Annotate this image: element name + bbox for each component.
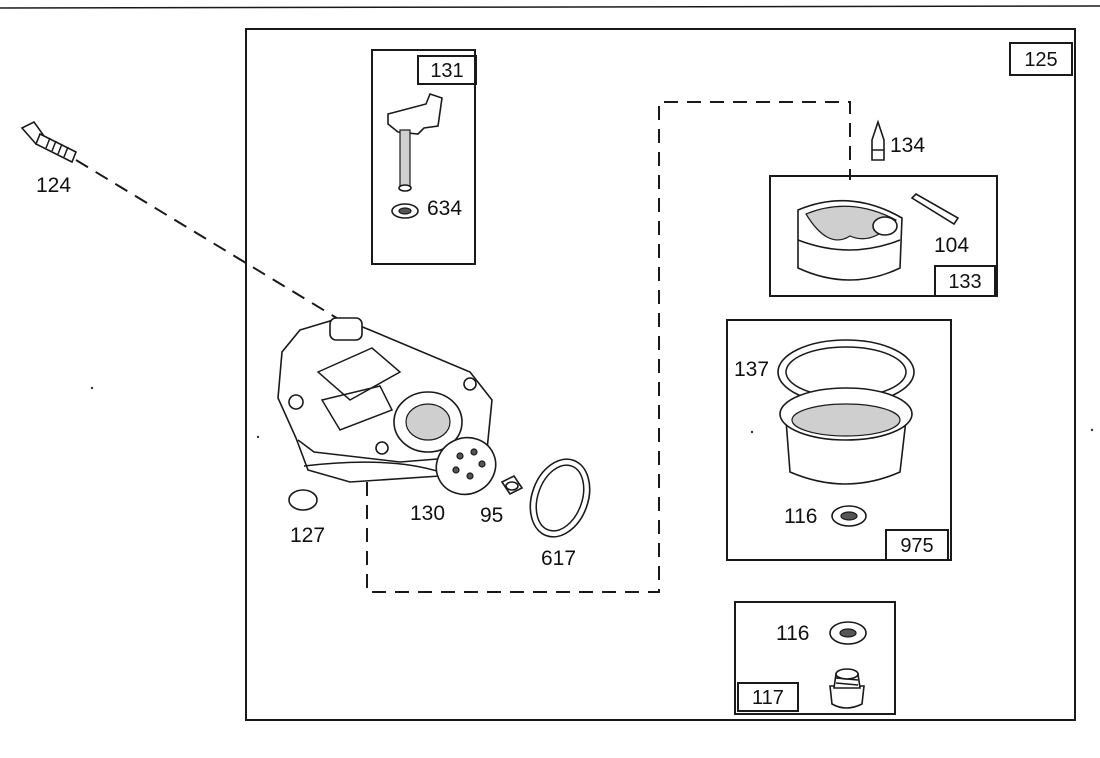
kit-117-tag: 117 — [737, 682, 799, 712]
kit-125-tag: 125 — [1009, 42, 1073, 76]
washer-116-part — [829, 621, 867, 645]
float-bowl-part — [779, 387, 913, 485]
screw-124-part — [20, 120, 78, 164]
kit-125-frame — [245, 28, 1076, 721]
carburetor-body-part — [277, 317, 493, 483]
svg-text:133: 133 — [948, 271, 981, 293]
label-617: 617 — [541, 547, 576, 570]
jet-95-part — [500, 474, 524, 496]
bushing-634-part — [391, 203, 419, 219]
label-130: 130 — [410, 502, 445, 525]
primer-gasket-130-part — [435, 436, 497, 496]
bowl-screw-part — [829, 668, 865, 709]
label-127: 127 — [290, 524, 325, 547]
kit-975-tag: 975 — [885, 529, 949, 561]
svg-text:975: 975 — [900, 535, 933, 557]
label-634: 634 — [427, 197, 462, 220]
label-134: 134 — [890, 134, 925, 157]
label-95: 95 — [480, 504, 503, 527]
kit-975-frame — [726, 319, 952, 561]
needle-134-part — [871, 119, 885, 161]
screw-leader-dashed — [75, 159, 341, 321]
label-116-bowl: 116 — [784, 505, 817, 528]
float-valve-131-part — [387, 93, 443, 192]
label-137: 137 — [734, 358, 769, 381]
speck — [256, 435, 260, 439]
kit-133-frame — [769, 175, 998, 297]
assembly-route-dashed — [366, 101, 851, 593]
washer-116-bowl-part — [831, 505, 867, 527]
top-rule — [0, 5, 1100, 9]
svg-text:117: 117 — [752, 687, 784, 709]
float-133-part — [797, 199, 903, 281]
speck — [1090, 428, 1094, 432]
label-104: 104 — [934, 234, 969, 257]
kit-131-frame — [371, 49, 476, 265]
kit-131-tag: 131 — [417, 55, 477, 85]
speck — [750, 430, 754, 434]
kit-133-tag: 133 — [934, 265, 996, 297]
label-116: 116 — [776, 622, 809, 645]
svg-text:131: 131 — [430, 60, 463, 82]
label-124: 124 — [36, 174, 71, 197]
o-ring-617-part — [529, 458, 591, 538]
svg-text:125: 125 — [1024, 49, 1057, 71]
kit-117-frame — [734, 601, 896, 715]
plug-127-part — [288, 489, 318, 511]
speck — [90, 386, 94, 390]
float-pin-104-part — [910, 193, 960, 226]
